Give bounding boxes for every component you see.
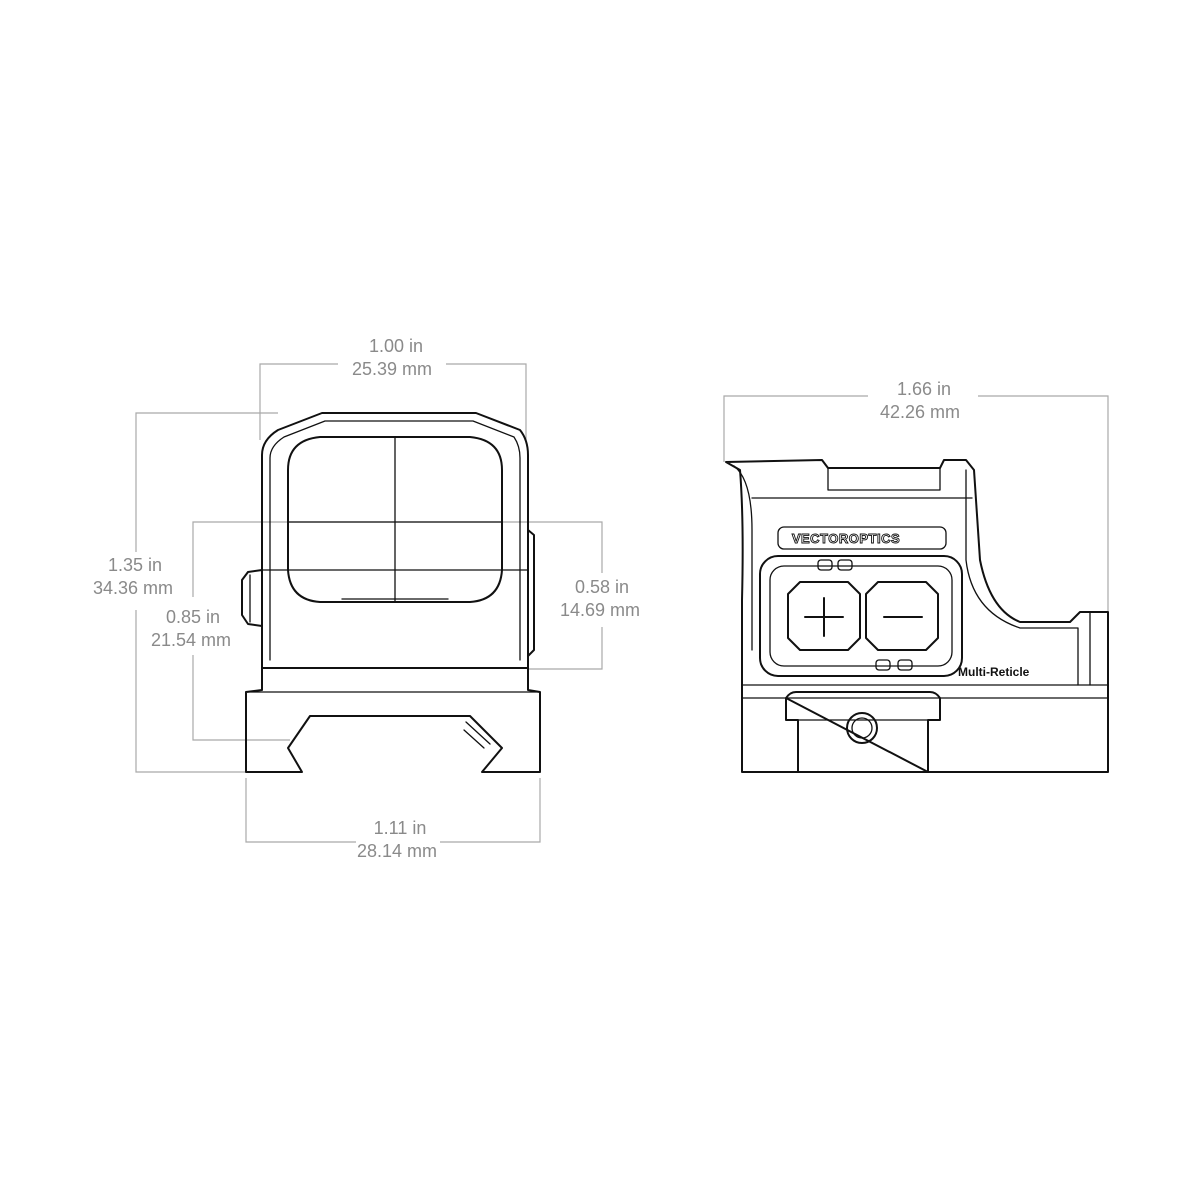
dim-base-width-imperial: 1.11 in: [374, 818, 427, 838]
side-rear-curve: [965, 469, 1079, 686]
front-sight-body: [241, 412, 541, 773]
dim-top-width-line-right: [446, 363, 527, 440]
dim-center-height-metric: 21.54 mm: [151, 630, 231, 650]
side-mount-clamp: [785, 691, 941, 773]
side-panel-nub-bottom-2: [897, 659, 913, 671]
side-hood-curve: [733, 465, 753, 651]
plus-button-icon: [804, 597, 844, 637]
dim-total-height-line-bottom: [135, 610, 250, 773]
dim-center-height-imperial: 0.85 in: [166, 607, 220, 627]
dim-base-width-metric: 28.14 mm: [357, 841, 437, 861]
side-brand-label: VECTOROPTICS: [792, 531, 900, 546]
side-panel-nub-top-1: [817, 559, 833, 571]
side-dimension-labels: 1.66 in 42.26 mm: [880, 379, 960, 422]
dim-total-length-line-left: [723, 395, 868, 462]
front-hood-bevel: [269, 420, 521, 661]
side-top-groove: [827, 467, 941, 491]
front-mount-ridge-1: [469, 715, 495, 741]
front-mount-base: [245, 667, 541, 773]
front-mount-ridge-2: [465, 721, 491, 745]
front-dimension-labels: 1.00 in 25.39 mm 1.35 in 34.36 mm 0.85 i…: [93, 336, 640, 861]
dim-center-height-line-bottom: [192, 655, 290, 741]
front-hood-outer: [261, 412, 529, 669]
side-panel-nub-bottom-1: [875, 659, 891, 671]
dim-base-width-line: [245, 778, 356, 843]
front-right-button: [527, 529, 535, 657]
front-mount-ridge-3: [463, 729, 485, 749]
side-reticle-label: Multi-Reticle: [958, 665, 1030, 679]
side-view: 1.66 in 42.26 mm VECTOROPTICS: [723, 379, 1109, 773]
dim-total-length-imperial: 1.66 in: [897, 379, 951, 399]
dim-total-length-metric: 42.26 mm: [880, 402, 960, 422]
dim-total-height-imperial: 1.35 in: [108, 555, 162, 575]
side-sight-body: VECTOROPTICS Multi-Reticle: [725, 459, 1109, 773]
dim-total-length-line-right: [978, 395, 1109, 612]
side-body-outline: [725, 459, 1109, 773]
dim-window-height-line-bottom: [528, 627, 603, 670]
front-view: 1.00 in 25.39 mm 1.35 in 34.36 mm 0.85 i…: [93, 336, 640, 861]
dim-total-height-metric: 34.36 mm: [93, 578, 173, 598]
dim-top-width-imperial: 1.00 in: [369, 336, 423, 356]
dim-total-height-line: [135, 412, 278, 552]
dim-base-width-line-right: [440, 778, 541, 843]
mount-screw-icon: [846, 712, 878, 744]
minus-button: [865, 581, 939, 651]
plus-button: [787, 581, 861, 651]
front-left-knob: [241, 569, 263, 627]
dim-window-height-imperial: 0.58 in: [575, 577, 629, 597]
side-button-panel-outer: [759, 555, 963, 677]
side-button-panel-inner: [769, 565, 953, 667]
dim-window-height-metric: 14.69 mm: [560, 600, 640, 620]
side-panel-nub-top-2: [837, 559, 853, 571]
mount-screw-inner: [851, 717, 873, 739]
side-dimension-lines: [723, 395, 1109, 612]
dim-window-height-line: [395, 521, 603, 573]
dim-top-width-metric: 25.39 mm: [352, 359, 432, 379]
side-brand-plate: [777, 526, 947, 550]
dim-top-width-line: [259, 363, 338, 440]
dim-center-height-line: [192, 521, 395, 597]
